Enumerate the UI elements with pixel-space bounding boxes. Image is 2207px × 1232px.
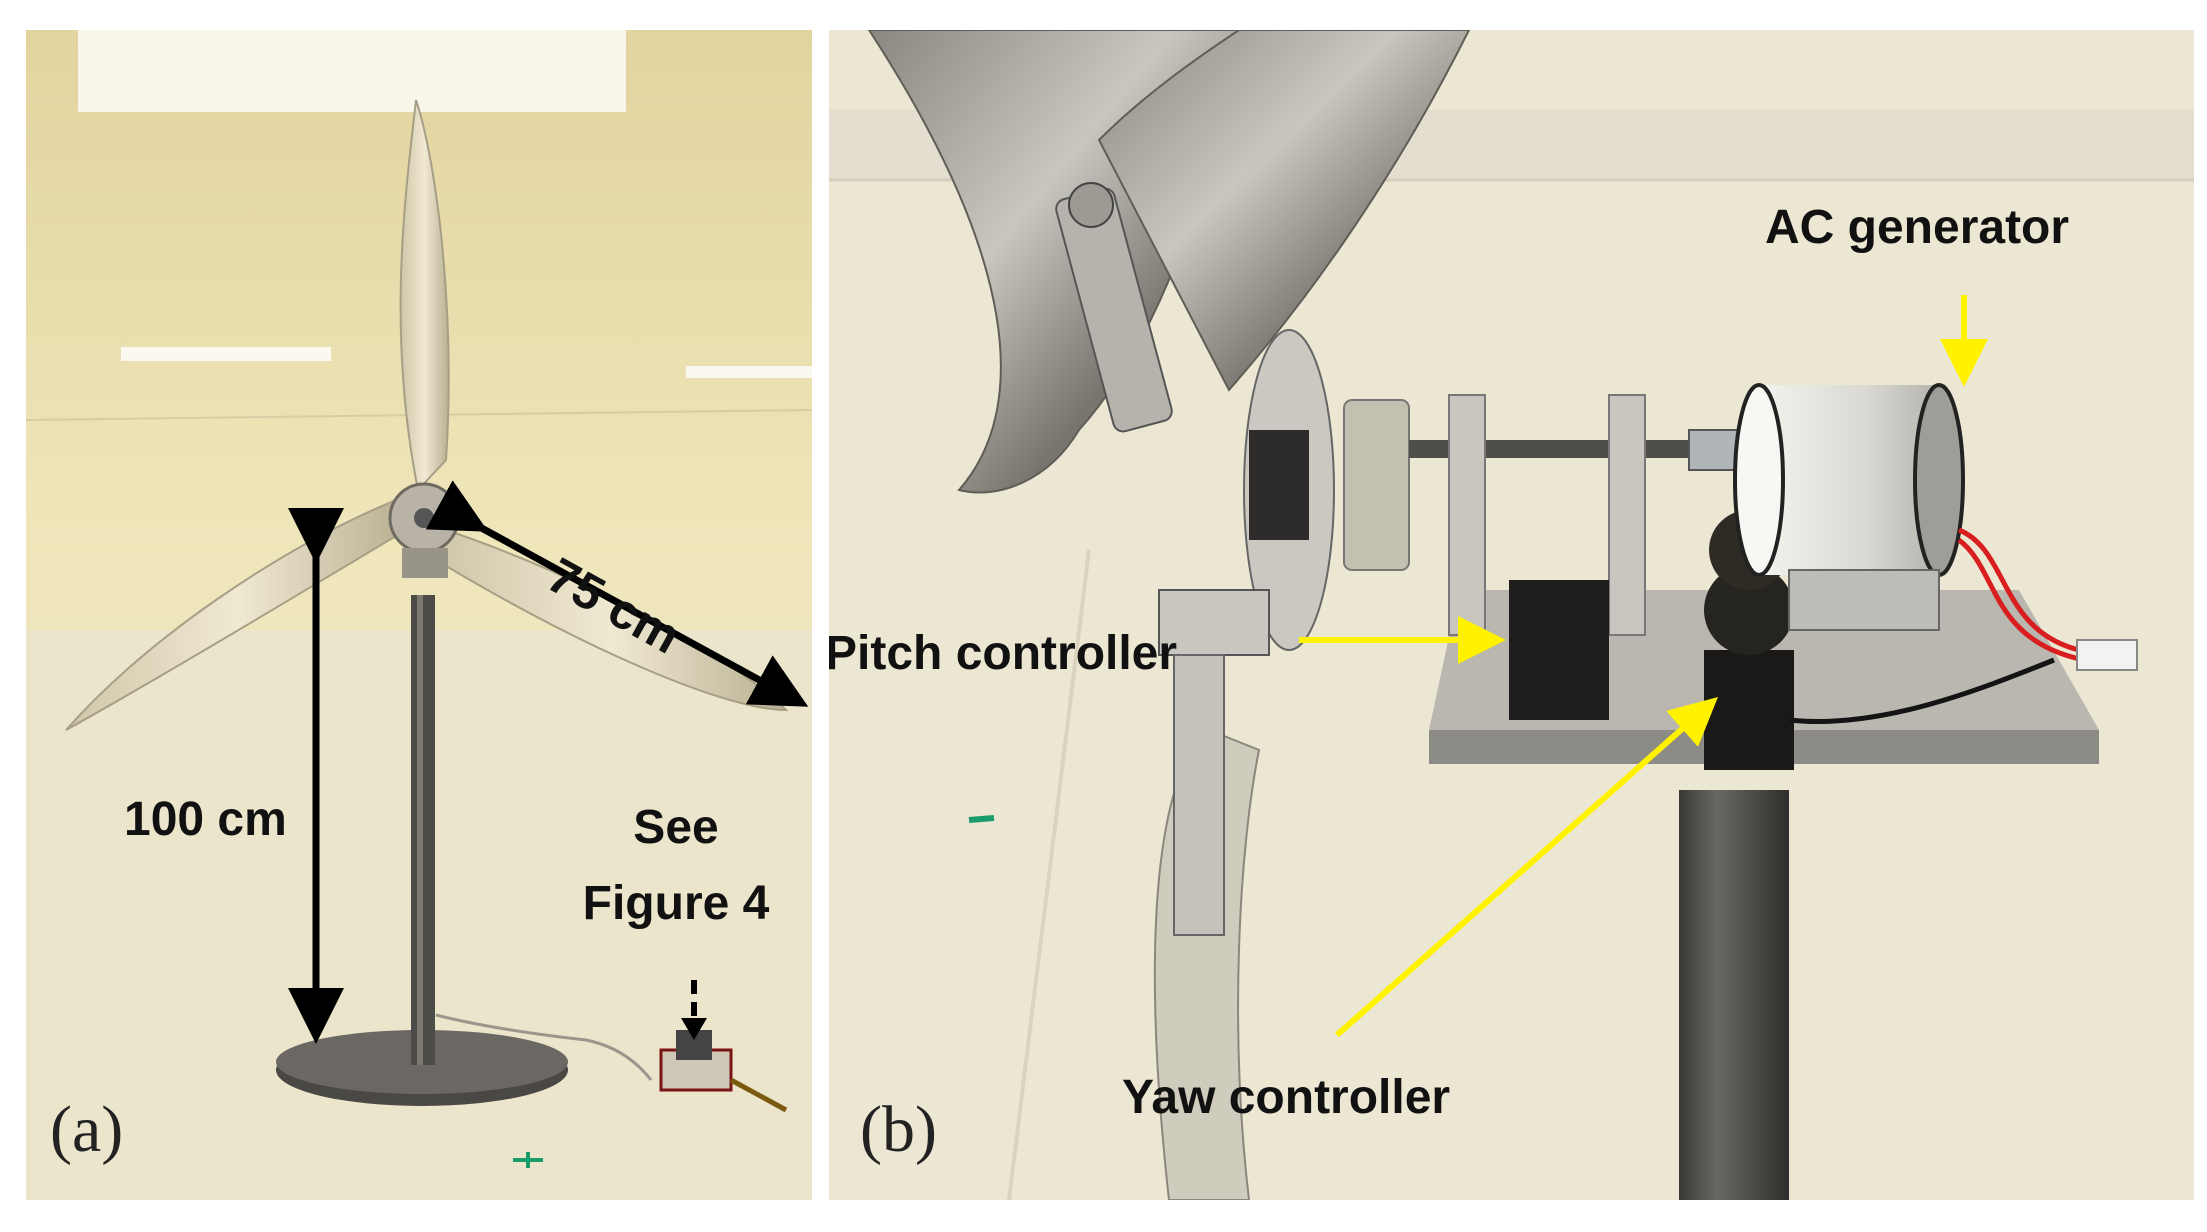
yaw-controller-label: Yaw controller (1122, 1071, 1451, 1124)
figure-reference-label: See Figure 4 (566, 790, 786, 942)
ceiling-light (78, 30, 626, 112)
panel-b-tag: (b) (860, 1093, 937, 1166)
ac-generator-label: AC generator (1765, 201, 2070, 254)
turbine-pole (1679, 790, 1789, 1200)
generator-mount (1788, 569, 1940, 631)
pitch-controller-label: Pitch controller (829, 627, 1178, 680)
hub-block (1249, 430, 1309, 540)
height-label: 100 cm (124, 793, 287, 846)
yaw-servo (1704, 650, 1794, 770)
shaft-bearing (1343, 399, 1410, 571)
ceiling-light (121, 347, 331, 361)
blade-up (399, 99, 450, 493)
ceiling-light (686, 366, 812, 378)
support-plate-1 (1448, 394, 1486, 636)
panel-b-photo: AC generator Pitch controller Yaw contro… (829, 30, 2194, 1200)
figure-reference-line2: Figure 4 (582, 877, 770, 930)
panel-a-photo: 100 cm 75 cm See Figure 4 (a) (26, 30, 812, 1200)
nacelle (402, 548, 448, 578)
cable (435, 1013, 653, 1081)
blade-length-dimension-arrow (425, 480, 809, 707)
yaw-gear-lower (1704, 565, 1794, 655)
blade-upper-right (1097, 30, 1471, 392)
pitch-servo (1509, 580, 1609, 720)
wind-turbine-full-view (26, 30, 812, 1200)
figure-reference-line1: See (633, 801, 719, 854)
wire-connector (2076, 639, 2138, 671)
turbine-nacelle-closeup (829, 30, 2194, 1200)
ac-generator (1759, 385, 1939, 575)
yaw-pointer-arrow (1335, 697, 1718, 1038)
pitch-arm (1158, 589, 1270, 656)
panel-a-tag: (a) (50, 1093, 124, 1166)
support-plate-2 (1608, 394, 1646, 636)
generator-wires (1958, 527, 2080, 653)
